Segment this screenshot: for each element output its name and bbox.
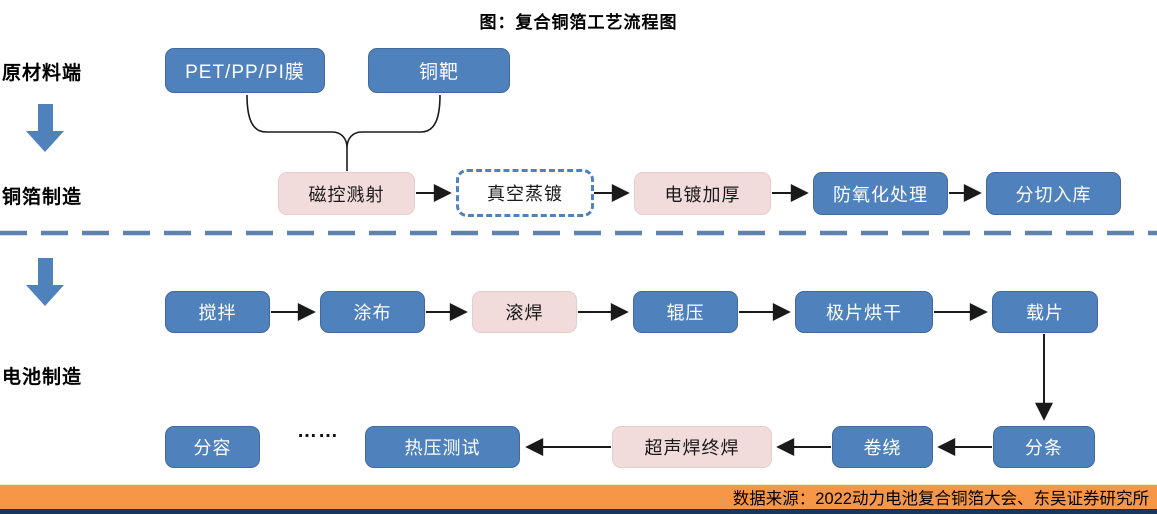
ellipsis-dots: …… bbox=[297, 420, 339, 442]
arrow-shaft bbox=[37, 258, 53, 285]
stage-label-battery-manufacturing: 电池制造 bbox=[2, 367, 83, 388]
node-hot-press-test: 热压测试 bbox=[365, 426, 520, 468]
arrow-head bbox=[26, 131, 64, 152]
node-slitting-warehousing: 分切入库 bbox=[986, 172, 1121, 215]
node-winding: 卷绕 bbox=[832, 426, 933, 468]
node-anti-oxidation-treatment: 防氧化处理 bbox=[813, 172, 948, 215]
node-vacuum-evaporation: 真空蒸镀 bbox=[456, 169, 594, 217]
node-roll-welding: 滚焊 bbox=[472, 291, 577, 333]
node-coating: 涂布 bbox=[320, 291, 425, 333]
node-copper-target: 铜靶 bbox=[368, 48, 510, 93]
node-strip-slitting: 分条 bbox=[993, 426, 1095, 468]
node-electrode-drying: 极片烘干 bbox=[795, 291, 933, 333]
source-text: 数据来源：2022动力电池复合铜箔大会、东吴证券研究所 bbox=[732, 490, 1149, 508]
node-magnetron-sputtering: 磁控溅射 bbox=[278, 172, 415, 215]
page-title: 图：复合铜箔工艺流程图 bbox=[479, 13, 678, 32]
source-bar: 数据来源：2022动力电池复合铜箔大会、东吴证券研究所 bbox=[0, 484, 1157, 509]
node-electroplating-thickening: 电镀加厚 bbox=[634, 172, 771, 215]
brace-connector bbox=[246, 94, 441, 149]
arrow-down-icon bbox=[26, 104, 64, 152]
node-mixing: 搅拌 bbox=[165, 291, 270, 333]
bottom-navy-bar bbox=[0, 509, 1157, 514]
node-sheet-loading: 载片 bbox=[992, 291, 1098, 333]
arrow-shaft bbox=[37, 104, 53, 131]
node-ultrasonic-final-welding: 超声焊终焊 bbox=[612, 426, 772, 468]
stage-label-raw-material: 原材料端 bbox=[2, 63, 83, 84]
node-pet-pp-pi-film: PET/PP/PI膜 bbox=[165, 48, 325, 93]
node-calendering: 辊压 bbox=[633, 291, 738, 333]
arrow-down-icon bbox=[26, 258, 64, 306]
arrow-head bbox=[26, 285, 64, 306]
stage-label-foil-manufacturing: 铜箔制造 bbox=[2, 187, 83, 208]
node-capacity-grading: 分容 bbox=[165, 426, 260, 468]
